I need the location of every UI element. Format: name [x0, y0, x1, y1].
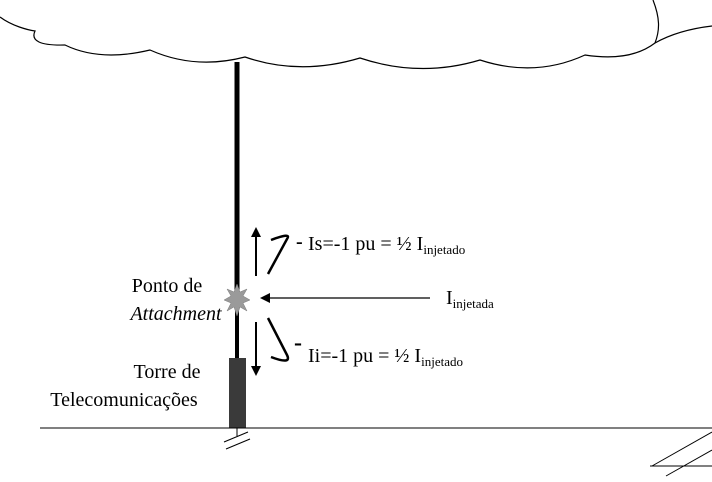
injected-current-main: I: [446, 287, 453, 309]
thundercloud: [0, 16, 712, 70]
ground-symbol-tower: [223, 428, 251, 450]
ground-symbol-right: [650, 431, 712, 477]
lower-current-main: Ii=-1 pu = ½ I: [308, 345, 421, 367]
upper-sign-label: -: [296, 231, 303, 253]
lower-sign-label: -: [294, 330, 302, 356]
cloud-fold: [652, 0, 660, 44]
upper-current-main: Is=-1 pu = ½ I: [308, 233, 423, 255]
lower-waveform: [266, 317, 290, 362]
upper-current-subscript: injetado: [423, 242, 465, 257]
tower-label-line2: Telecomunicações: [50, 389, 198, 411]
injected-current-label: Iinjetada: [446, 287, 494, 311]
attachment-point-label-line2: Attachment: [128, 303, 222, 325]
lower-current-subscript: injetado: [421, 354, 463, 369]
lower-current-label: Ii=-1 pu = ½ Iinjetado: [308, 345, 463, 369]
attachment-point-label-line1: Ponto de: [132, 275, 203, 297]
tower-label-line1: Torre de: [134, 361, 201, 383]
telecom-tower: [229, 358, 246, 428]
upper-current-label: Is=-1 pu = ½ Iinjetado: [308, 233, 465, 257]
attachment-spark: [223, 283, 251, 317]
injected-current-subscript: injetada: [453, 296, 494, 311]
upper-waveform: [266, 234, 290, 275]
